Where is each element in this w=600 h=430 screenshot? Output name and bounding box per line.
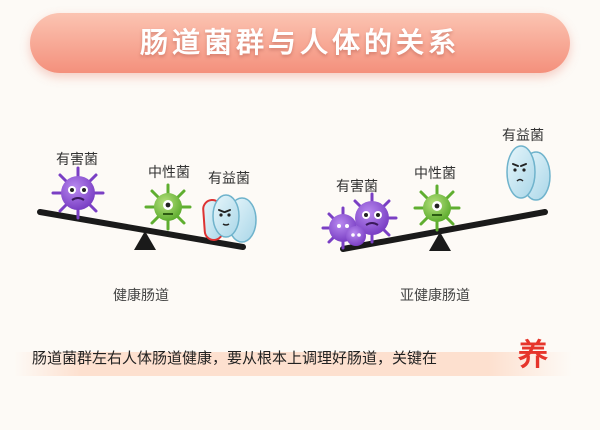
right-caption: 亚健康肠道 [400, 288, 470, 304]
right-fulcrum [429, 232, 451, 251]
left-neutral-label: 中性菌 [148, 165, 190, 181]
left-fulcrum [134, 231, 156, 250]
keyword-nourish: 养 [518, 338, 548, 373]
right-neutral-label: 中性菌 [414, 166, 456, 182]
left-beneficial-label: 有益菌 [208, 171, 250, 187]
right-harmful-bacteria-icon [321, 192, 398, 250]
title-banner: 肠道菌群与人体的关系 [30, 13, 570, 73]
right-beam [340, 209, 548, 252]
left-beneficial-bacteria-icon [202, 194, 257, 243]
bottom-statement: 肠道菌群左右人体肠道健康，要从根本上调理好肠道，关键在 [32, 349, 438, 367]
right-harmful-label: 有害菌 [336, 179, 378, 195]
left-caption: 健康肠道 [113, 288, 169, 304]
left-harmful-bacteria-icon [51, 166, 105, 220]
right-beneficial-bacteria-icon [506, 145, 551, 201]
left-seesaw [37, 209, 246, 250]
left-beam [37, 209, 246, 250]
left-neutral-bacteria-icon [144, 183, 192, 231]
right-beneficial-label: 有益菌 [502, 128, 544, 144]
right-seesaw [340, 209, 548, 252]
highlight-strip [14, 352, 572, 376]
page-title: 肠道菌群与人体的关系 [139, 26, 460, 59]
left-harmful-label: 有害菌 [56, 152, 98, 168]
right-neutral-bacteria-icon [413, 184, 461, 232]
